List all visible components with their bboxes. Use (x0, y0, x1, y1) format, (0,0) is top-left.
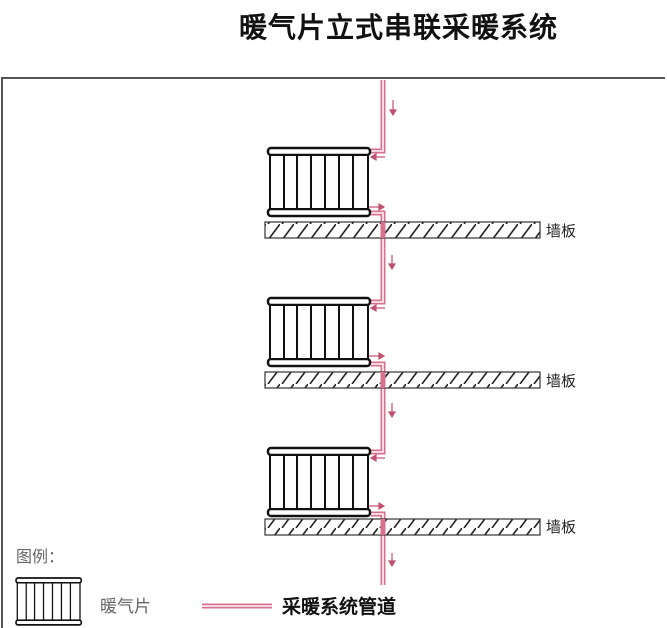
legend: 图例： 暖气片 采暖系统管道 (15, 547, 396, 626)
radiator-icon (266, 146, 372, 218)
legend-radiator-label: 暖气片 (100, 597, 151, 617)
legend-title: 图例： (16, 547, 64, 566)
diagram-title: 暖气片立式串联采暖系统 (238, 11, 558, 44)
radiator-icon (266, 446, 372, 518)
arrow-down-icon (387, 553, 397, 568)
arrow-down-icon (387, 255, 397, 271)
wall-label: 墙板 (546, 222, 576, 240)
arrow-right-icon (369, 351, 386, 361)
arrow-left-icon (369, 152, 385, 162)
arrow-down-icon (388, 100, 398, 117)
wall-slab: 墙板 (264, 518, 576, 536)
arrow-down-icon (387, 403, 397, 419)
frame-border (1, 77, 665, 628)
radiator-icon (266, 296, 372, 368)
legend-radiator-icon (15, 577, 83, 626)
wall-slab: 墙板 (264, 221, 576, 240)
arrow-right-icon (369, 501, 386, 511)
flow-arrows (369, 100, 398, 568)
arrow-left-icon (369, 453, 385, 463)
legend-pipe-label: 采暖系统管道 (282, 595, 396, 618)
arrow-left-icon (369, 303, 385, 313)
wall-label: 墙板 (546, 518, 576, 536)
heating-pipe (371, 80, 386, 585)
arrow-right-icon (369, 202, 386, 212)
wall-label: 墙板 (546, 372, 576, 390)
wall-slab: 墙板 (264, 371, 576, 390)
